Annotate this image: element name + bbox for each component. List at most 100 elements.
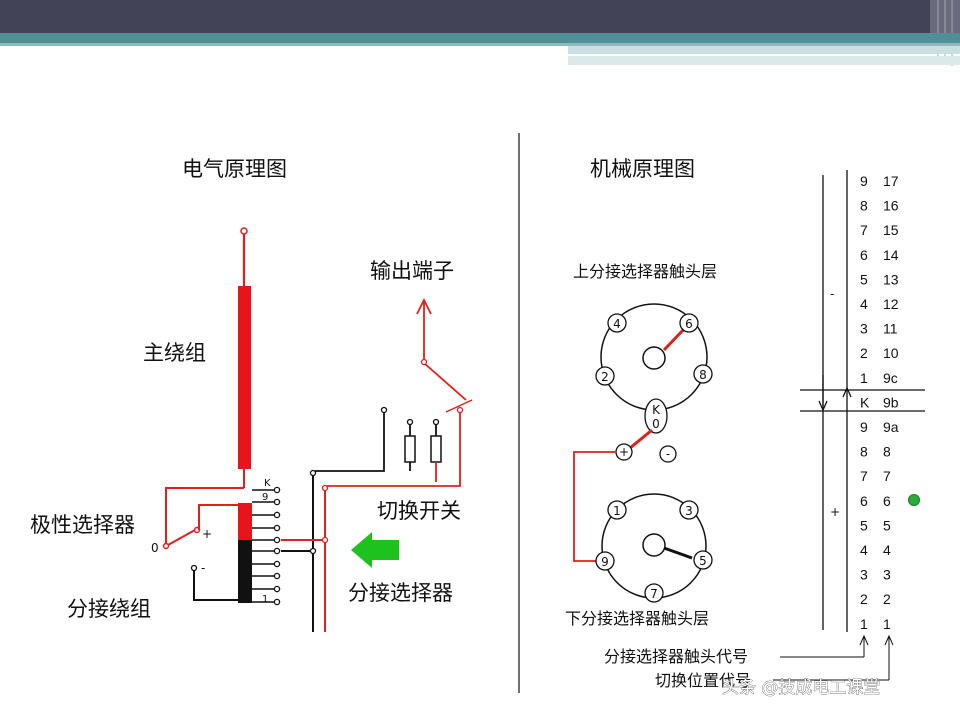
lower-contact-7: 7: [644, 583, 664, 603]
table-contact-cell: 6: [860, 247, 868, 263]
table-position-cell: 9c: [883, 370, 898, 386]
main-winding-coil: [238, 286, 251, 469]
table-contact-cell: 4: [860, 542, 868, 558]
heading-mechanical: 机械原理图: [590, 157, 695, 181]
green-arrow-icon: [351, 532, 399, 568]
output-terminal-label: 输出端子: [370, 259, 454, 283]
tap-lead: [252, 560, 281, 568]
watermark: 头条 @技成电工课堂: [722, 678, 880, 698]
contact-code-label: 分接选择器触头代号: [604, 647, 748, 666]
tap-leads: [252, 486, 281, 606]
tap-winding-black: [238, 540, 252, 603]
arrow-down-icon: [818, 400, 828, 412]
header-decoration: [0, 0, 960, 66]
table-position-cell: 8: [883, 444, 891, 460]
lower-layer-label: 下分接选择器触头层: [565, 609, 709, 628]
upper-layer-label: 上分接选择器触头层: [573, 262, 717, 281]
arrow-up-icon: [842, 386, 852, 398]
table-plus-label: +: [830, 505, 840, 519]
svg-text:1: 1: [613, 504, 621, 518]
tap-winding-label: 分接绕组: [67, 597, 151, 621]
svg-text:9: 9: [601, 555, 609, 569]
table-position-cell: 9a: [883, 419, 899, 435]
upper-contact-6: 6: [679, 313, 699, 333]
table-contact-cell: 4: [860, 296, 868, 312]
table-row: 1 9c: [860, 370, 898, 386]
tap-lead: [252, 524, 281, 532]
tap-lead: [252, 536, 281, 544]
polarity-plus-label: +: [202, 527, 212, 541]
polarity-selector-label: 极性选择器: [30, 513, 135, 537]
table-position-cell: 3: [883, 567, 891, 583]
changeover-switch-label: 切换开关: [377, 499, 461, 523]
table-position-cell: 6: [883, 493, 891, 509]
polarity-minus-contact: -: [659, 445, 677, 463]
polarity-contact-arm: [629, 428, 653, 450]
polarity-pivot: [162, 542, 170, 550]
table-contact-cell: 7: [860, 222, 868, 238]
tap-winding-red: [238, 503, 252, 540]
table-position-cell: 5: [883, 517, 891, 533]
table-position-cell: 17: [883, 173, 899, 189]
main-winding-label: 主绕组: [143, 341, 206, 365]
tap-k-label: K: [264, 478, 271, 489]
tap-lead: [252, 498, 281, 506]
table-row: 6 14: [860, 247, 899, 263]
table-row: 7 15: [860, 222, 899, 238]
accent-band: [0, 33, 960, 43]
table-contact-cell: 9: [860, 173, 868, 189]
svg-text:6: 6: [685, 317, 693, 331]
upper-contact-arm: [662, 325, 688, 352]
svg-text:3: 3: [685, 504, 693, 518]
lower-contact-5: 5: [693, 550, 713, 570]
table-row: 9 17: [860, 173, 899, 189]
table-position-cell: 12: [883, 296, 899, 312]
changeover-arm: [423, 362, 467, 401]
svg-text:4: 4: [613, 317, 621, 331]
svg-text:8: 8: [699, 368, 707, 382]
mechanical-diagram: 上分接选择器触头层 4 6 2 8 K 0 + - 1 3 9 5 7 下分接选…: [565, 262, 717, 628]
tap-lead: [252, 511, 281, 519]
tap-lead: [252, 486, 281, 494]
output-arrow-icon: [416, 297, 432, 315]
polarity-arm: [167, 529, 196, 546]
table-minus-label: -: [830, 287, 834, 301]
table-position-cell: 14: [883, 247, 899, 263]
table-position-cell: 15: [883, 222, 899, 238]
svg-text:7: 7: [650, 587, 658, 601]
table-position-cell: 10: [883, 345, 899, 361]
electrical-diagram: 0 + - K 9 1: [30, 227, 473, 632]
tap-lead: [252, 547, 281, 555]
table-contact-cell: 3: [860, 321, 868, 337]
table-position-cell: 2: [883, 591, 891, 607]
lower-contact-1: 1: [607, 500, 627, 520]
contact-code-arrow-icon: [859, 634, 869, 646]
tap-lead: [252, 598, 281, 606]
table-position-cell: 9b: [883, 394, 899, 410]
table-contact-cell: 8: [860, 198, 868, 214]
upper-contact-4: 4: [607, 313, 627, 333]
table-position-cell: 1: [883, 616, 891, 632]
table-contact-cell: 7: [860, 468, 868, 484]
table-contact-cell: 1: [860, 370, 868, 386]
table-contact-cell: 1: [860, 616, 868, 632]
svg-text:5: 5: [699, 554, 707, 568]
lower-contact-3: 3: [679, 500, 699, 520]
upper-contact-2: 2: [595, 366, 615, 386]
tap-9-label: 9: [262, 492, 268, 503]
svg-text:-: -: [666, 447, 670, 461]
table-position-cell: 11: [883, 321, 898, 337]
title-bar: [0, 0, 960, 33]
switch-position-arrow-icon: [884, 634, 894, 646]
